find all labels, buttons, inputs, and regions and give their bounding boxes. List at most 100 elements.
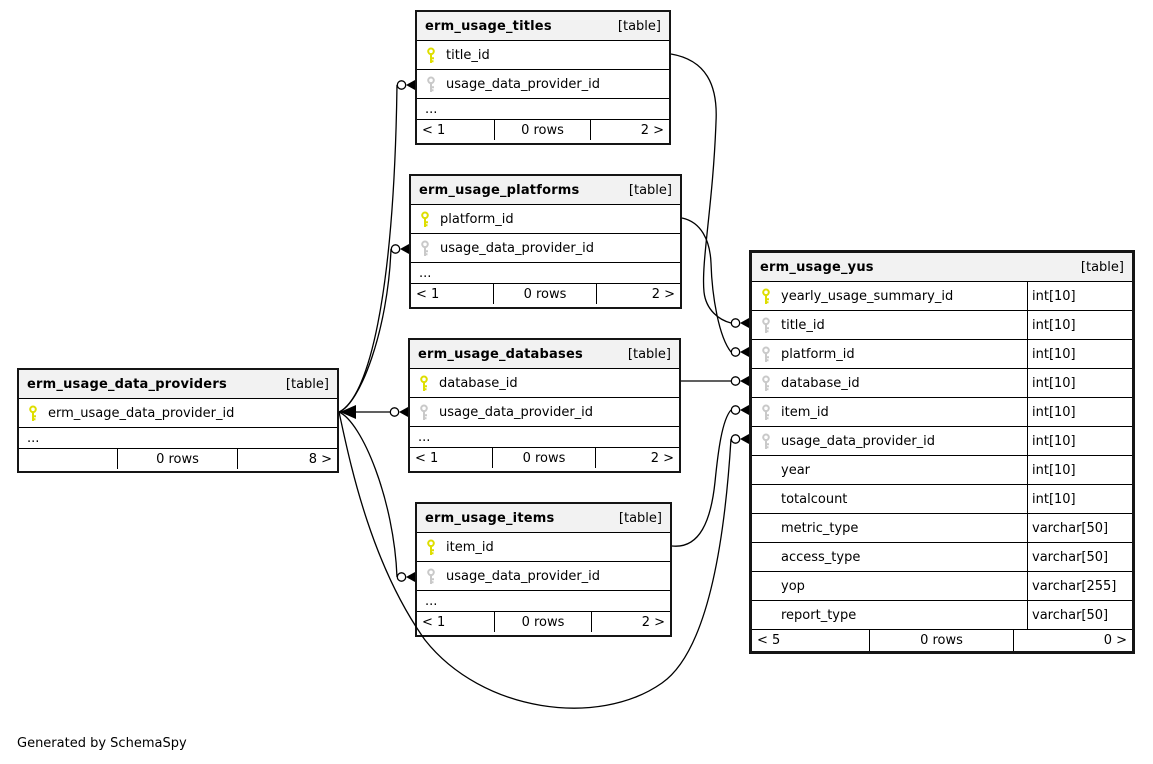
table-badge: [table] bbox=[627, 346, 671, 362]
column-name: usage_data_provider_id bbox=[781, 433, 936, 449]
table-erm-usage-platforms[interactable]: erm_usage_platforms [table] platform_id … bbox=[409, 174, 682, 309]
foreign-key-icon bbox=[419, 240, 431, 257]
footer-parents-count: 0 > bbox=[1103, 633, 1127, 648]
column-name: yearly_usage_summary_id bbox=[781, 288, 954, 304]
no-key-spacer bbox=[760, 607, 772, 624]
column-row: year int[10] bbox=[752, 456, 1132, 485]
footer-children-count: < 5 bbox=[752, 630, 870, 651]
column-row: usage_data_provider_id bbox=[411, 234, 680, 263]
parent-arrowhead bbox=[340, 405, 356, 419]
column-row: access_type varchar[50] bbox=[752, 543, 1132, 572]
relationship-line bbox=[338, 411, 398, 578]
table-title: erm_usage_yus bbox=[760, 259, 874, 275]
column-type: int[10] bbox=[1027, 311, 1132, 339]
column-row: title_id int[10] bbox=[752, 311, 1132, 340]
table-footer: 0 rows 8 > bbox=[19, 449, 337, 469]
column-name: database_id bbox=[439, 375, 518, 391]
footer-parents-count: 2 > bbox=[651, 286, 675, 302]
more-columns-indicator: ... bbox=[19, 428, 337, 449]
fk-connector-yus-platform bbox=[730, 347, 749, 357]
table-title: erm_usage_titles bbox=[425, 18, 552, 34]
column-row: usage_data_provider_id bbox=[417, 562, 670, 591]
column-row: metric_type varchar[50] bbox=[752, 514, 1132, 543]
table-badge: [table] bbox=[628, 182, 672, 198]
foreign-key-icon bbox=[418, 404, 430, 421]
primary-key-icon bbox=[418, 375, 430, 392]
column-row: database_id int[10] bbox=[752, 369, 1132, 398]
footer-parents-count: 2 > bbox=[640, 122, 664, 138]
table-erm-usage-databases[interactable]: erm_usage_databases [table] database_id … bbox=[408, 338, 681, 473]
footer-parents-count: 2 > bbox=[650, 450, 674, 466]
table-header: erm_usage_items [table] bbox=[417, 504, 670, 533]
primary-key-icon bbox=[27, 405, 39, 422]
no-key-spacer bbox=[760, 491, 772, 508]
column-name: report_type bbox=[781, 607, 857, 623]
fk-connector-yus-title bbox=[730, 318, 749, 328]
fk-connector-yus-udp bbox=[730, 434, 749, 444]
fk-connector-platforms bbox=[390, 244, 409, 254]
column-name: usage_data_provider_id bbox=[439, 404, 594, 420]
table-title: erm_usage_items bbox=[425, 510, 555, 526]
footer-row-count: 0 rows bbox=[118, 449, 239, 469]
more-columns-indicator: ... bbox=[410, 427, 679, 448]
footer-row-count: 0 rows bbox=[493, 448, 596, 468]
more-columns-indicator: ... bbox=[411, 263, 680, 284]
column-row: totalcount int[10] bbox=[752, 485, 1132, 514]
column-row: usage_data_provider_id bbox=[410, 398, 679, 427]
column-name: title_id bbox=[781, 317, 825, 333]
column-name: totalcount bbox=[781, 491, 848, 507]
footer-children-count: < 1 bbox=[417, 612, 496, 632]
foreign-key-icon bbox=[760, 375, 772, 392]
column-type: varchar[255] bbox=[1027, 572, 1132, 600]
footer-row-count: 0 rows bbox=[495, 120, 591, 140]
primary-key-icon bbox=[760, 288, 772, 305]
column-row: database_id bbox=[410, 369, 679, 398]
column-type: int[10] bbox=[1027, 369, 1132, 397]
column-type: int[10] bbox=[1027, 340, 1132, 368]
column-row: platform_id int[10] bbox=[752, 340, 1132, 369]
table-erm-usage-titles[interactable]: erm_usage_titles [table] title_id usage_… bbox=[415, 10, 671, 145]
fk-connector-databases bbox=[389, 407, 408, 417]
column-name: access_type bbox=[781, 549, 861, 565]
fk-connector-yus-database bbox=[730, 376, 749, 386]
table-footer: < 1 0 rows 2 > bbox=[410, 448, 679, 468]
table-header: erm_usage_yus [table] bbox=[752, 253, 1132, 282]
table-title: erm_usage_platforms bbox=[419, 182, 580, 198]
table-footer: < 1 0 rows 2 > bbox=[417, 120, 669, 140]
footer-parents-count: 2 > bbox=[641, 614, 665, 630]
foreign-key-icon bbox=[425, 76, 437, 93]
table-erm-usage-items[interactable]: erm_usage_items [table] item_id usage_da… bbox=[415, 502, 672, 637]
column-row: yop varchar[255] bbox=[752, 572, 1132, 601]
column-name: metric_type bbox=[781, 520, 859, 536]
table-erm-usage-yus[interactable]: erm_usage_yus [table] yearly_usage_summa… bbox=[749, 250, 1135, 654]
table-header: erm_usage_data_providers [table] bbox=[19, 370, 337, 399]
column-name: year bbox=[781, 462, 811, 478]
table-header: erm_usage_databases [table] bbox=[410, 340, 679, 369]
footer-children-count: < 1 bbox=[417, 120, 496, 140]
table-title: erm_usage_databases bbox=[418, 346, 583, 362]
column-name: database_id bbox=[781, 375, 860, 391]
column-row: usage_data_provider_id int[10] bbox=[752, 427, 1132, 456]
foreign-key-icon bbox=[425, 568, 437, 585]
generator-note: Generated by SchemaSpy bbox=[17, 736, 187, 751]
column-type: int[10] bbox=[1027, 427, 1132, 455]
column-row: platform_id bbox=[411, 205, 680, 234]
column-name: usage_data_provider_id bbox=[440, 240, 595, 256]
column-name: title_id bbox=[446, 47, 490, 63]
foreign-key-icon bbox=[760, 317, 772, 334]
table-erm-usage-data-providers[interactable]: erm_usage_data_providers [table] erm_usa… bbox=[17, 368, 339, 473]
column-name: erm_usage_data_provider_id bbox=[48, 405, 235, 421]
more-columns-indicator: ... bbox=[417, 591, 670, 612]
foreign-key-icon bbox=[760, 346, 772, 363]
table-badge: [table] bbox=[618, 510, 662, 526]
column-type: int[10] bbox=[1027, 485, 1132, 513]
column-row: report_type varchar[50] bbox=[752, 601, 1132, 630]
column-name: platform_id bbox=[440, 211, 514, 227]
column-row: yearly_usage_summary_id int[10] bbox=[752, 282, 1132, 311]
footer-row-count: 0 rows bbox=[870, 630, 1015, 651]
table-badge: [table] bbox=[1080, 259, 1124, 275]
column-name: platform_id bbox=[781, 346, 855, 362]
column-row: title_id bbox=[417, 41, 669, 70]
fk-connector-titles bbox=[396, 80, 415, 90]
foreign-key-icon bbox=[760, 404, 772, 421]
